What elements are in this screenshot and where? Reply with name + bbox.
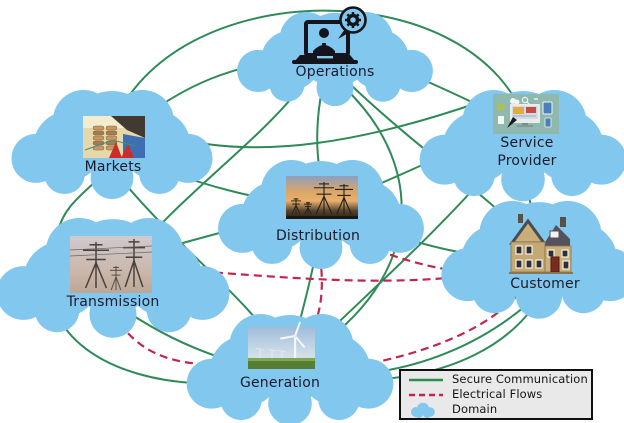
- legend-line-swatch: [407, 376, 445, 384]
- legend-item-label: Secure Communication: [452, 372, 588, 386]
- legend: Secure Communication Electrical Flows Do…: [399, 369, 593, 420]
- distribution-image: [286, 176, 358, 219]
- domain-label-distribution: Distribution: [276, 228, 360, 244]
- markets-image: [83, 116, 145, 158]
- domain-cloud-operations: Operations: [237, 6, 433, 107]
- legend-item-secure: Secure Communication: [407, 372, 588, 387]
- legend-dash-swatch: [407, 391, 445, 399]
- domain-cloud-customer: Customer: [441, 201, 624, 319]
- domain-cloud-distribution: Distribution: [218, 160, 424, 270]
- generation-image: [248, 321, 315, 369]
- legend-item-domain: Domain: [407, 402, 585, 418]
- service_provider-image: [493, 94, 559, 134]
- domain-label-operations: Operations: [296, 64, 375, 80]
- domain-label-markets: Markets: [85, 159, 142, 175]
- domain-cloud-generation: Generation: [186, 314, 394, 423]
- customer-image: [509, 214, 573, 274]
- legend-cloud-icon: [407, 402, 445, 418]
- legend-item-electrical: Electrical Flows: [407, 387, 585, 402]
- legend-item-label: Electrical Flows: [452, 387, 543, 401]
- secure-connection-operations-distribution: [316, 89, 323, 173]
- legend-item-label: Domain: [452, 402, 498, 416]
- electrical-connection-distribution-customer: [329, 229, 513, 275]
- domain-label-generation: Generation: [240, 375, 320, 391]
- domain-cloud-markets: Markets: [11, 90, 213, 200]
- operations-icon: [292, 6, 367, 64]
- domain-label-customer: Customer: [510, 276, 580, 292]
- electrical-connection-transmission-customer: [149, 266, 521, 282]
- secure-connection-markets-service_provider: [111, 9, 527, 129]
- domain-label-transmission: Transmission: [66, 294, 160, 310]
- transmission-image: [69, 236, 153, 293]
- domain-cloud-transmission: Transmission: [0, 218, 230, 338]
